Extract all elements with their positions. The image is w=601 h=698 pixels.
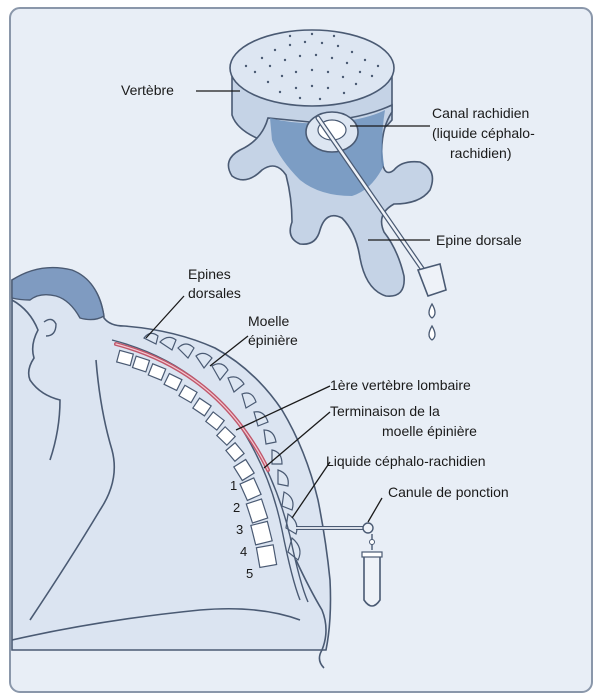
label-moelle-epiniere: Moelle xyxy=(248,313,289,329)
vertebra-number-4: 4 xyxy=(240,544,247,559)
label-terminaison: Terminaison de la xyxy=(330,403,440,419)
label-canal-rachidien-line3: rachidien) xyxy=(450,145,511,161)
label-epine-dorsale: Epine dorsale xyxy=(436,232,522,248)
label-epines-dorsales: Epines xyxy=(188,266,231,282)
vertebra-number-5: 5 xyxy=(246,566,253,581)
label-canal-rachidien-line2: (liquide céphalo- xyxy=(432,125,535,141)
label-canal-rachidien: Canal rachidien xyxy=(432,105,529,121)
label-moelle-epiniere-line2: épinière xyxy=(248,332,298,348)
vertebra-number-1: 1 xyxy=(230,478,237,493)
vertebra-number-3: 3 xyxy=(236,522,243,537)
vertebra-number-2: 2 xyxy=(233,500,240,515)
label-liquide-cephalo-rachidien: Liquide céphalo-rachidien xyxy=(326,453,486,469)
label-canule-de-ponction: Canule de ponction xyxy=(388,484,509,500)
label-vertebre: Vertèbre xyxy=(121,82,174,98)
label-epines-dorsales-line2: dorsales xyxy=(188,285,241,301)
label-terminaison-line2: moelle épinière xyxy=(382,423,477,439)
label-1ere-vertebre-lombaire: 1ère vertèbre lombaire xyxy=(330,377,471,393)
